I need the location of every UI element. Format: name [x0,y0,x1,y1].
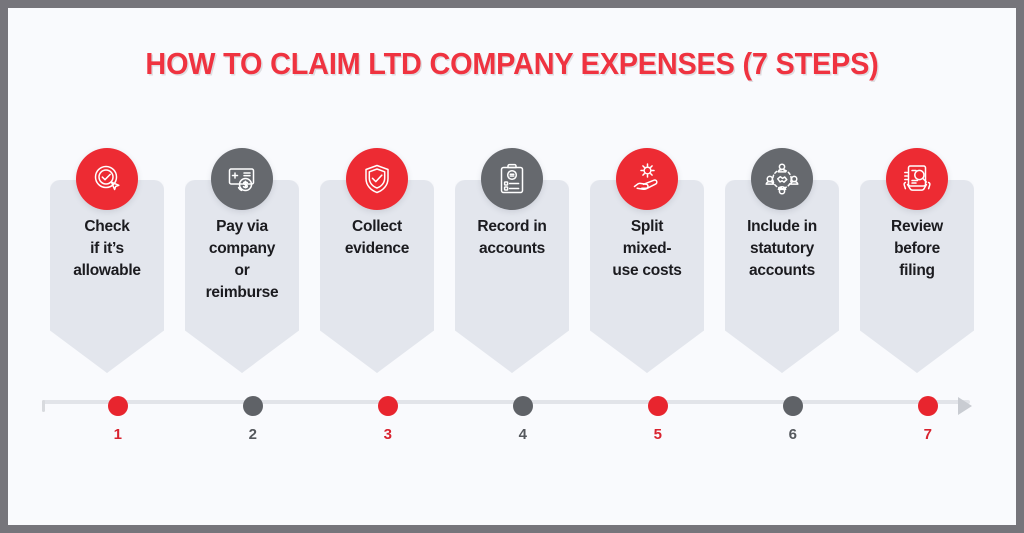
step-card-background [725,180,839,373]
timeline-dot-4 [513,396,533,416]
step-icon-badge [481,148,543,210]
step-number-5: 5 [653,426,663,443]
step-number-1: 1 [113,426,123,443]
step-card-3: Collect evidence [320,148,434,373]
step-card-background [590,180,704,373]
arrow-head-right-icon [958,397,972,415]
card-payment-dollar-icon [225,162,259,196]
timeline [42,396,982,416]
line-start-cap-icon [42,400,45,412]
steps-row: Check if it’s allowable Pay via company … [50,148,974,373]
clipboard-checklist-icon [495,162,529,196]
people-network-handshake-icon [765,162,799,196]
step-icon-badge [76,148,138,210]
step-label: Split mixed- use costs [612,218,682,279]
step-icon-badge [751,148,813,210]
step-label: Collect evidence [344,218,410,257]
check-badge-cursor-icon [90,162,124,196]
timeline-dot-2 [243,396,263,416]
step-icon-badge [211,148,273,210]
timeline-dot-6 [783,396,803,416]
step-label: Review before filing [891,218,943,279]
step-number-4: 4 [518,426,528,443]
timeline-dot-3 [378,396,398,416]
step-card-background [50,180,164,373]
step-number-3: 3 [383,426,393,443]
infographic-canvas: HOW TO CLAIM LTD COMPANY EXPENSES (7 STE… [8,8,1016,525]
step-card-4: Record in accounts [455,148,569,373]
step-numbers-row: 1 2 3 4 5 6 7 [42,426,982,450]
timeline-dot-7 [918,396,938,416]
shield-check-icon [360,162,394,196]
step-number-6: 6 [788,426,798,443]
step-card-1: Check if it’s allowable [50,148,164,373]
step-number-7: 7 [923,426,933,443]
step-label: Check if it’s allowable [73,218,141,279]
hand-sun-share-icon [630,162,664,196]
step-label: Include in statutory accounts [747,218,817,279]
step-label: Record in accounts [477,218,547,257]
step-card-background [860,180,974,373]
page-title: HOW TO CLAIM LTD COMPANY EXPENSES (7 STE… [145,46,879,81]
step-card-5: Split mixed- use costs [590,148,704,373]
step-card-background [185,180,299,373]
timeline-track [42,396,972,416]
step-label: Pay via company or reimburse [205,218,279,301]
step-card-background [455,180,569,373]
step-number-2: 2 [248,426,258,443]
timeline-dot-5 [648,396,668,416]
document-magnifier-hands-icon [900,162,934,196]
step-icon-badge [886,148,948,210]
timeline-dot-1 [108,396,128,416]
step-card-background [320,180,434,373]
step-card-7: Review before filing [860,148,974,373]
step-icon-badge [616,148,678,210]
step-icon-badge [346,148,408,210]
step-card-2: Pay via company or reimburse [185,148,299,373]
step-card-6: Include in statutory accounts [725,148,839,373]
